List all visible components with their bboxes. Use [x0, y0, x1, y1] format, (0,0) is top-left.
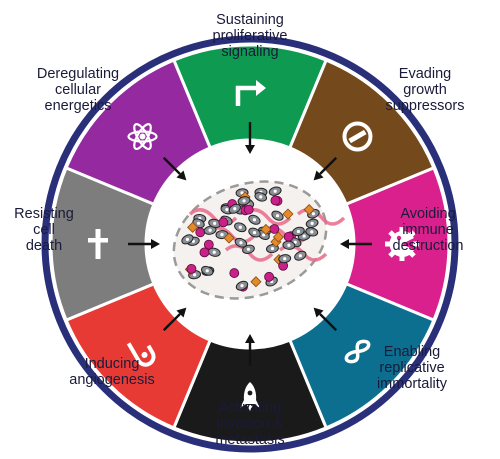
label-line: Deregulating [36, 66, 120, 82]
atom-icon [127, 123, 158, 150]
label-line: Activating [218, 400, 282, 416]
pacman-gear-icon [385, 227, 419, 261]
label-line: proliferative [212, 28, 288, 44]
label-line: Evading [398, 66, 452, 82]
label-line: suppressors [385, 98, 465, 114]
icon-group [88, 80, 419, 411]
label-line: Resisting [14, 206, 74, 222]
label-line: cellular [55, 82, 101, 98]
infinity-icon [344, 339, 371, 364]
label-line: energetics [44, 98, 112, 114]
label-line: metastasis [215, 432, 285, 448]
arrow-energetics [162, 156, 187, 181]
arrow-sustaining [245, 122, 255, 154]
tumor-illustration [172, 180, 346, 300]
label-line: Avoiding [400, 206, 456, 222]
vessel-icon [126, 342, 156, 367]
rocket-icon [240, 382, 260, 411]
label-line: cell [33, 222, 55, 238]
label-line: destruction [392, 238, 464, 254]
label-line: replicative [379, 360, 445, 376]
cross-icon [88, 229, 108, 259]
label-line: Inducing [84, 356, 140, 372]
arrow-group [128, 122, 372, 366]
arrow-angiogenesis [162, 307, 187, 332]
label-line: angiogenesis [69, 372, 155, 388]
label-line: Enabling [383, 344, 441, 360]
outer-ring [41, 35, 459, 453]
arrow-evading [313, 156, 338, 181]
label-line: immune [402, 222, 454, 238]
label-line: Sustaining [216, 12, 284, 28]
arrow-immune [340, 239, 372, 249]
arrow-celldeath [128, 239, 160, 249]
label-line: death [25, 238, 63, 254]
arrow-up-right-icon [235, 80, 266, 106]
label-line: signaling [221, 44, 279, 60]
arrow-invasion [245, 334, 255, 366]
label-line: invasion & [216, 416, 284, 432]
label-line: growth [403, 82, 447, 98]
arrow-immortality [313, 307, 338, 332]
label-line: immortality [376, 376, 448, 392]
no-entry-icon [342, 121, 373, 152]
